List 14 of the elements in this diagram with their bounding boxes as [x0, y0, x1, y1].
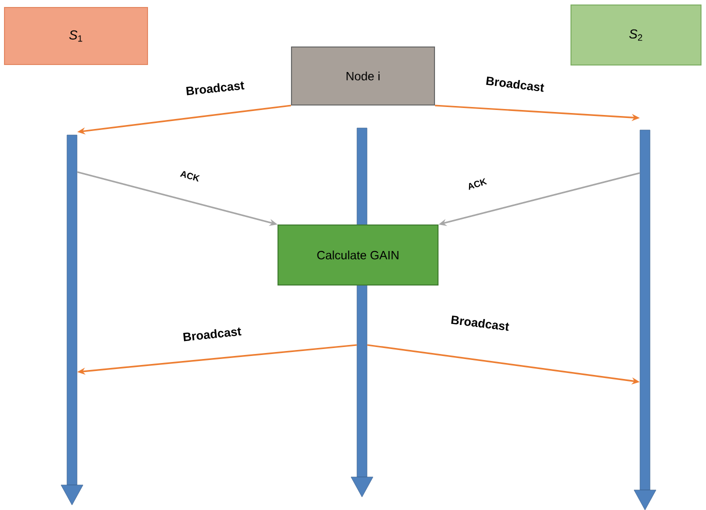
edge-label: Broadcast: [183, 328, 242, 342]
edge-label: Broadcast: [186, 82, 244, 96]
timeline-arrow: [634, 130, 656, 510]
edge-label: Broadcast: [486, 76, 544, 92]
edge-label: ACK: [468, 178, 488, 190]
process-box: S$_{2}$: [570, 4, 702, 66]
edge-label: ACK: [180, 171, 200, 182]
process-box: S$_{1}$: [4, 7, 148, 65]
timeline-bar: [356, 128, 368, 226]
timeline-arrow: [60, 134, 84, 506]
edge-label: Broadcast: [451, 316, 510, 331]
timeline-arrow: [350, 284, 374, 498]
process-box: Node i: [291, 46, 435, 106]
process-box: Calculate GAIN: [278, 224, 438, 286]
